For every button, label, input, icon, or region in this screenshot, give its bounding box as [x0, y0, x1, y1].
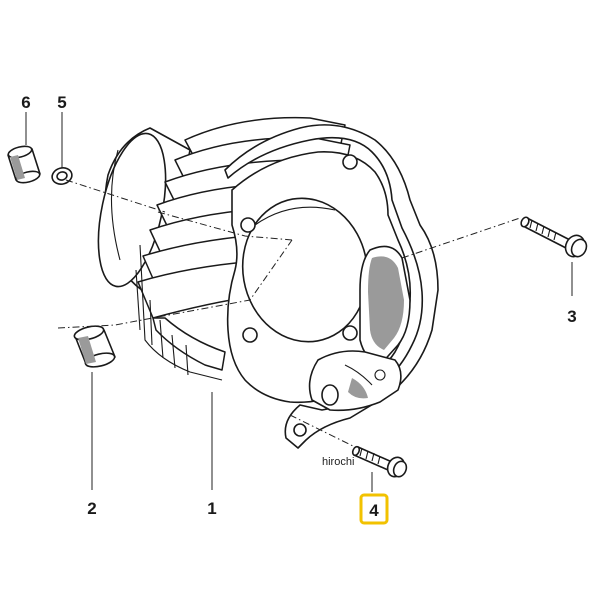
- leader-lines: [25, 112, 573, 492]
- assembly-lines: [57, 179, 521, 448]
- callout-2: 2: [87, 499, 96, 518]
- watermark: hirochi: [322, 456, 354, 468]
- callout-4: 4: [369, 501, 379, 520]
- bolt-part-3: [520, 216, 588, 258]
- o-ring-part-5: [51, 167, 73, 185]
- callout-6: 6: [21, 93, 30, 112]
- callout-1: 1: [207, 499, 216, 518]
- callout-4-highlight: [359, 493, 389, 525]
- cylinder-part-1: [97, 116, 439, 449]
- callout-3: 3: [567, 307, 576, 326]
- bolt-part-4: [351, 445, 408, 478]
- dowel-sleeve-part-2: [73, 325, 116, 368]
- dowel-sleeve-part-6: [7, 145, 41, 184]
- callout-5: 5: [57, 93, 66, 112]
